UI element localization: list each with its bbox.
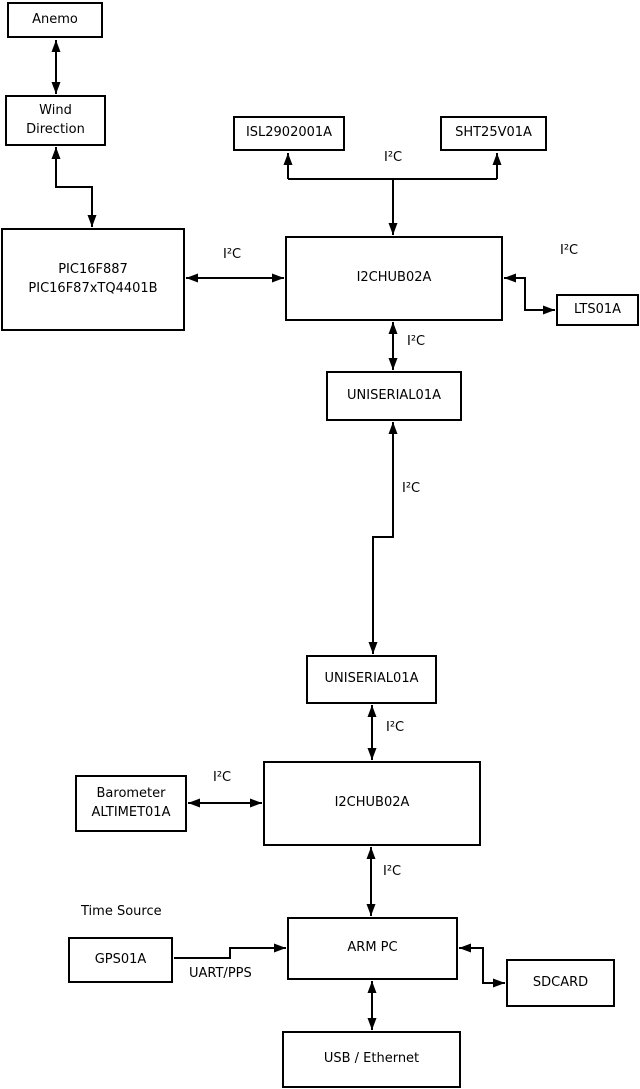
node-sdcard: SDCARD — [506, 959, 615, 1007]
label-i2c-uniserial2-hub2: I²C — [386, 720, 405, 735]
node-i2chub02a-upper: I2CHUB02A — [285, 236, 503, 321]
connector-hub1-lts — [504, 273, 555, 315]
connector-armpc-sdcard — [459, 943, 505, 988]
node-anemo: Anemo — [7, 2, 103, 38]
node-gps01a: GPS01A — [68, 937, 173, 983]
label-i2c-barometer-hub2: I²C — [213, 770, 232, 785]
label-i2c-hub2-armpc: I²C — [383, 864, 402, 879]
label-time-source: Time Source — [81, 904, 162, 919]
node-usb-ethernet: USB / Ethernet — [282, 1031, 461, 1088]
label-i2c-long-link: I²C — [402, 481, 421, 496]
label-uart-pps: UART/PPS — [189, 966, 252, 981]
node-pic16f887: PIC16F887 PIC16F87xTQ4401B — [1, 228, 185, 331]
node-uniserial01a-upper: UNISERIAL01A — [326, 371, 462, 421]
node-i2chub02a-lower: I2CHUB02A — [263, 761, 481, 846]
label-i2c-hub1-uniserial1: I²C — [407, 334, 426, 349]
connector-uniserial1-uniserial2 — [368, 422, 398, 654]
label-i2c-pic-hub1: I²C — [223, 247, 242, 262]
node-uniserial01a-lower: UNISERIAL01A — [306, 655, 437, 704]
node-lts01a: LTS01A — [556, 294, 639, 326]
connector-gps-armpc — [174, 943, 286, 959]
connector-winddirection-pic — [51, 147, 97, 227]
node-isl2902001a: ISL2902001A — [233, 116, 345, 151]
node-barometer-altimet01a: Barometer ALTIMET01A — [75, 775, 187, 832]
node-wind-direction: Wind Direction — [5, 95, 106, 146]
label-i2c-branch: I²C — [384, 150, 403, 165]
label-i2c-hub1-lts: I²C — [560, 243, 579, 258]
node-sht25v01a: SHT25V01A — [440, 116, 547, 151]
node-arm-pc: ARM PC — [287, 917, 458, 980]
